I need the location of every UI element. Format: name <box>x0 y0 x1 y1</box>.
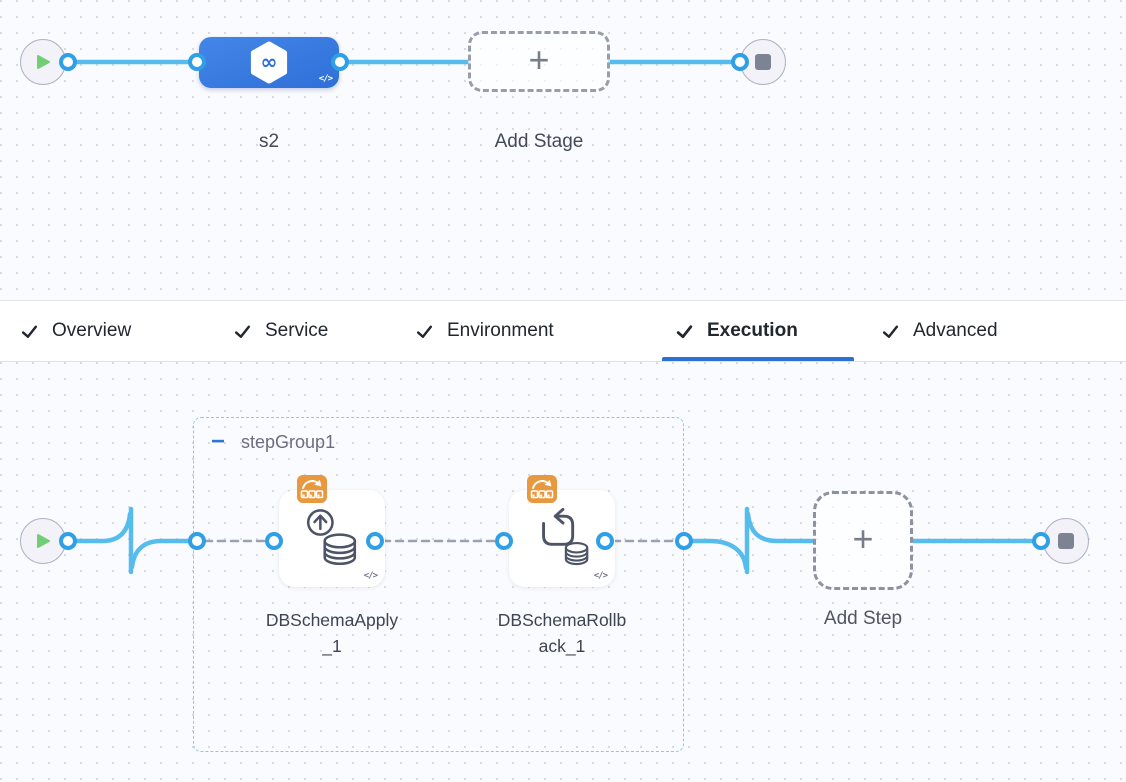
svg-text:∞: ∞ <box>260 50 277 74</box>
pipeline-start-node <box>20 39 66 85</box>
check-icon <box>676 324 693 338</box>
tab-label: Execution <box>707 320 798 341</box>
connector-port[interactable] <box>1031 532 1050 550</box>
active-tab-underline <box>662 357 854 361</box>
connector-port[interactable] <box>365 532 384 550</box>
tab-advanced[interactable]: Advanced <box>881 301 998 361</box>
play-icon <box>37 534 50 548</box>
connector-port[interactable] <box>58 53 77 71</box>
add-step-label: Add Step <box>823 608 903 629</box>
step-group-name: stepGroup1 <box>241 431 336 452</box>
add-stage-label: Add Stage <box>494 131 584 152</box>
check-icon <box>416 325 433 338</box>
add-step-button[interactable]: + <box>813 491 913 590</box>
play-icon <box>37 55 50 69</box>
step-name-label: DBSchemaRollback_1 <box>497 610 627 656</box>
tab-label: Overview <box>52 320 132 341</box>
tab-service[interactable]: Service <box>233 301 328 361</box>
yaml-badge: </> <box>363 571 378 581</box>
check-icon <box>234 325 251 338</box>
connector-port[interactable] <box>58 532 77 550</box>
connector-port[interactable] <box>187 53 206 71</box>
execution-end-node <box>1043 518 1089 564</box>
execution-canvas <box>0 362 1126 782</box>
tab-overview[interactable]: Overview <box>20 301 131 361</box>
plus-icon: + <box>528 39 550 80</box>
tab-label: Service <box>265 320 329 341</box>
connector-port[interactable] <box>674 532 693 550</box>
stop-icon <box>755 54 771 70</box>
step-group-container <box>193 417 684 752</box>
tab-execution[interactable]: Execution <box>675 301 798 361</box>
stage-config-tabbar: Overview Service Environment Execution A… <box>0 300 1126 362</box>
db-schema-rollback-icon <box>542 507 589 566</box>
yaml-badge: </> <box>318 74 333 84</box>
yaml-badge: </> <box>593 571 608 581</box>
step-name-label: DBSchemaApply_1 <box>265 610 399 656</box>
harness-stage-icon: ∞ <box>250 41 288 84</box>
connector-port[interactable] <box>264 532 283 550</box>
connector-port[interactable] <box>730 53 749 71</box>
check-icon <box>21 325 38 338</box>
stage-node-s2[interactable]: ∞ </> <box>199 37 339 88</box>
tab-environment[interactable]: Environment <box>415 301 554 361</box>
tab-label: Environment <box>447 320 554 341</box>
step-node-dbschemarollback[interactable]: </> <box>509 475 615 587</box>
stop-icon <box>1058 533 1074 549</box>
connector-port[interactable] <box>187 532 206 550</box>
connector-port[interactable] <box>494 532 513 550</box>
db-schema-apply-icon <box>306 509 357 566</box>
stage-name-label: s2 <box>258 131 280 152</box>
step-group-header[interactable]: − stepGroup1 <box>211 428 336 455</box>
plus-icon: + <box>852 518 874 559</box>
aws-sam-badge-icon <box>527 475 557 503</box>
connector-port[interactable] <box>330 53 349 71</box>
add-stage-button[interactable]: + <box>468 31 610 92</box>
tab-label: Advanced <box>913 320 998 341</box>
aws-sam-badge-icon <box>297 475 327 503</box>
collapse-step-group-icon[interactable]: − <box>211 428 226 455</box>
connector-port[interactable] <box>595 532 614 550</box>
check-icon <box>882 325 899 338</box>
execution-start-node <box>20 518 66 564</box>
